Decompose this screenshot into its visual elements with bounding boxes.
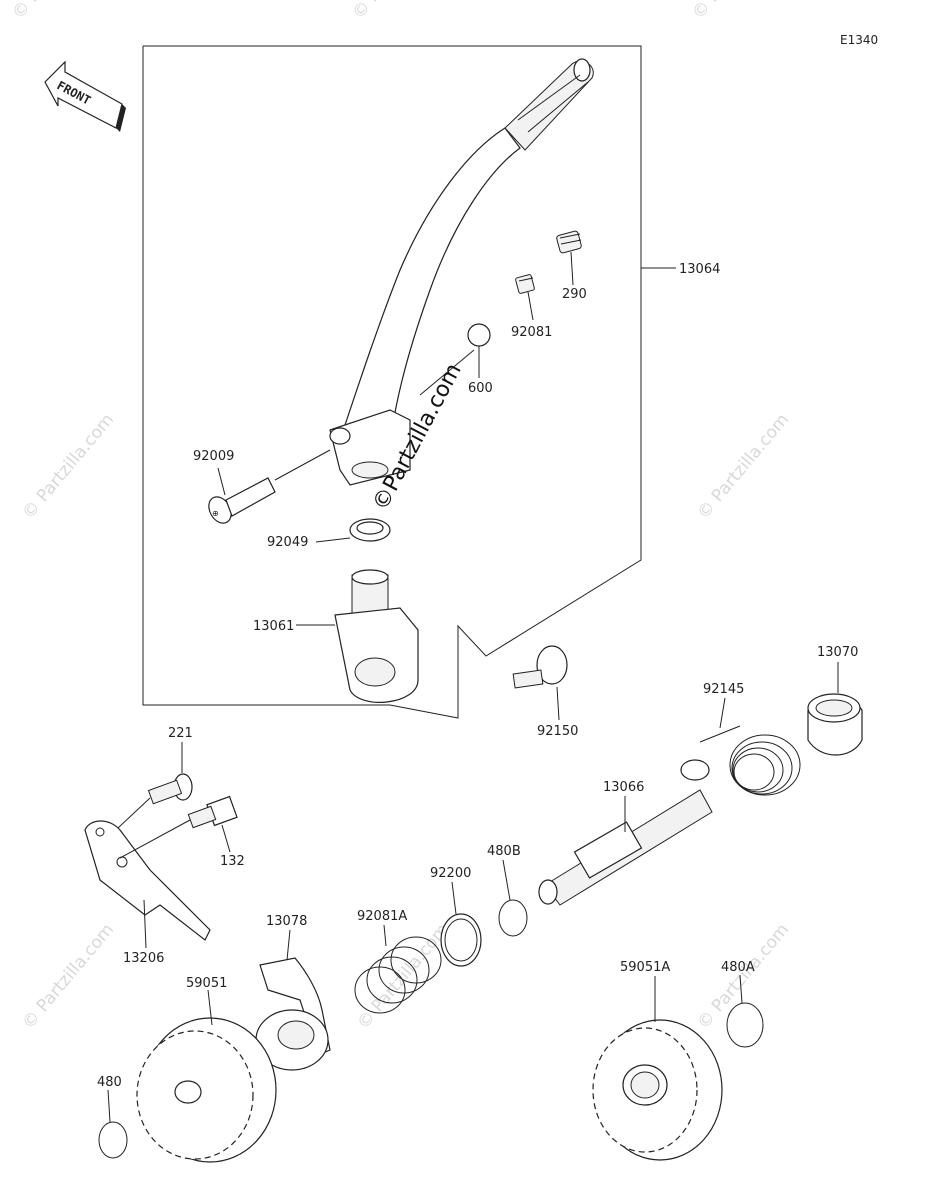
part-92200-washer-icon	[440, 913, 482, 967]
part-480B-clip-icon	[498, 899, 528, 937]
label-92081A: 92081A	[357, 909, 407, 924]
kick-lever	[329, 58, 594, 486]
part-labels: 13064 290 92081 600 92009 92049 13061 92…	[97, 262, 858, 1090]
part-13078-ratchet-icon	[255, 957, 331, 1071]
front-arrow-icon: FRONT	[44, 60, 126, 132]
label-92145: 92145	[703, 682, 744, 697]
part-92145-spring-icon	[699, 725, 801, 796]
label-13070: 13070	[817, 645, 858, 660]
label-92049: 92049	[267, 535, 308, 550]
label-13061: 13061	[253, 619, 294, 634]
part-480-clip-icon	[98, 1121, 128, 1159]
diagram-ref-code: E1340	[840, 33, 878, 47]
part-480A-clip-icon	[726, 1002, 764, 1048]
label-92150: 92150	[537, 724, 578, 739]
watermark: © Partzilla.com	[694, 410, 794, 523]
label-480: 480	[97, 1075, 122, 1090]
part-92081A-spring-icon	[354, 936, 442, 1014]
part-92150-bolt-icon	[512, 645, 568, 689]
leader-lines	[107, 251, 839, 1123]
label-480B: 480B	[487, 844, 521, 859]
label-92200: 92200	[430, 866, 471, 881]
label-92081: 92081	[511, 325, 552, 340]
part-13061-shaft-icon	[334, 569, 419, 703]
label-600: 600	[468, 381, 493, 396]
label-13206: 13206	[123, 951, 164, 966]
watermark: © Partzilla.com	[689, 0, 789, 23]
part-92049-washer-icon	[349, 518, 391, 542]
part-13066-shaft-icon	[538, 759, 713, 906]
part-92009-bolt-icon: ⊕	[208, 477, 276, 524]
label-132: 132	[220, 854, 245, 869]
part-600-ball-icon	[467, 323, 491, 347]
label-13066: 13066	[603, 780, 644, 795]
label-13064: 13064	[679, 262, 720, 277]
watermark: © Partzilla.com	[694, 920, 794, 1033]
part-92081-icon	[515, 274, 535, 294]
part-59051-gear-icon	[136, 1017, 277, 1163]
part-132-bolt-icon	[187, 795, 238, 829]
assembly-outline	[142, 45, 642, 719]
label-13078: 13078	[266, 914, 307, 929]
part-290-icon	[556, 230, 582, 254]
label-221: 221	[168, 726, 193, 741]
part-59051A-gear-icon	[592, 1019, 723, 1161]
part-221-bolt-icon	[147, 773, 193, 805]
label-480A: 480A	[721, 960, 755, 975]
watermark: © Partzilla.com	[19, 920, 119, 1033]
label-59051A: 59051A	[620, 960, 670, 975]
svg-text:⊕: ⊕	[212, 509, 219, 518]
label-290: 290	[562, 287, 587, 302]
label-92009: 92009	[193, 449, 234, 464]
watermark: © Partzilla.com	[19, 410, 119, 523]
watermark: © Partzilla.com	[354, 920, 454, 1033]
part-13070-collar-icon	[807, 693, 863, 756]
label-59051: 59051	[186, 976, 227, 991]
watermark: © Partzilla.com	[9, 0, 109, 23]
watermark: © Partzilla.com	[349, 0, 449, 23]
